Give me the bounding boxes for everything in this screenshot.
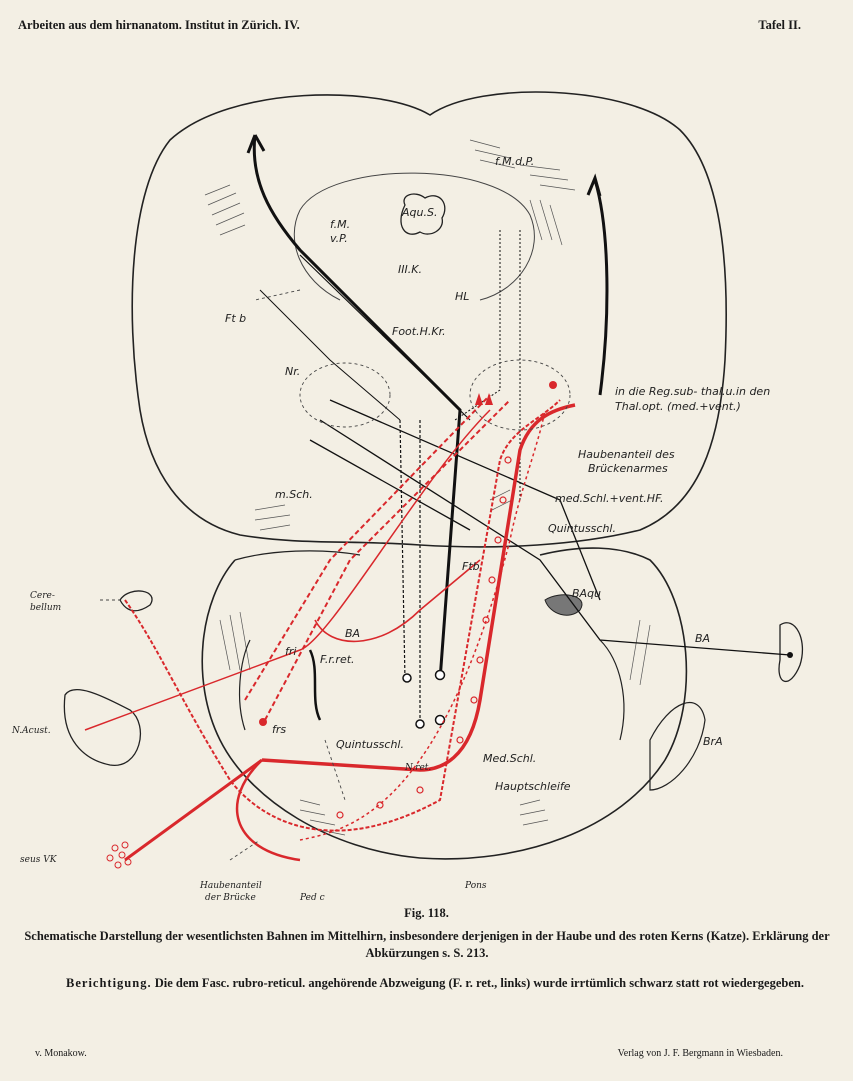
figure-caption: Schematische Darstellung der wesentlichs… [22, 928, 832, 962]
label-nacust: N.Acust. [11, 726, 51, 736]
label-vk: seus VK [20, 855, 58, 865]
label-medschl: med.Schl.+vent.HF. [555, 492, 663, 505]
vk-nucleus [107, 842, 131, 868]
label-nret: N.ret. [404, 763, 431, 773]
label-fmdp: f.M.d.P. [495, 155, 534, 168]
label-cerebellum-2: bellum [30, 603, 61, 613]
label-pons: Pons [464, 881, 487, 891]
label-regsub-2: Thal.opt. (med.+vent.) [615, 400, 741, 413]
correction-note: Berichtigung. Die dem Fasc. rubro-reticu… [40, 975, 830, 992]
label-cerebellum-1: Cere- [30, 591, 55, 601]
label-foothkr: Foot.H.Kr. [392, 325, 446, 338]
label-fmvp-1: f.M. [330, 218, 350, 231]
label-haubenanteil-2: Brückenarmes [588, 462, 668, 475]
label-nr: Nr. [285, 365, 300, 378]
label-msch: m.Sch. [275, 488, 313, 501]
label-iiik: III.K. [398, 263, 422, 276]
label-aqus: Aqu.S. [401, 206, 437, 219]
label-fri: fri [285, 645, 296, 658]
midbrain-outline [132, 92, 726, 547]
label-ftb-mid: Ftb [462, 560, 480, 573]
circle-markers [403, 671, 445, 729]
label-haubenanteil-1: Haubenanteil des [578, 448, 675, 461]
label-pedc: Ped c [299, 893, 325, 903]
label-quintus-low: Quintusschl. [336, 738, 404, 751]
figure-number: Fig. 118. [0, 906, 853, 921]
footer-publisher: Verlag von J. F. Bergmann in Wiesbaden. [618, 1048, 783, 1059]
label-hl: HL [455, 290, 469, 303]
label-quintus: Quintusschl. [548, 522, 616, 535]
label-regsub-1: in die Reg.sub- thal.u.in den [615, 385, 770, 398]
correction-head: Berichtigung. [66, 976, 152, 990]
label-ftb-top: Ft b [225, 312, 246, 325]
label-baqu: BAqu [572, 587, 601, 600]
label-haubenanteil-low-1: Haubenanteil [199, 881, 262, 891]
label-ba-mid: BA [345, 627, 360, 640]
label-frret: F.r.ret. [320, 653, 355, 666]
label-fmvp-2: v.P. [330, 232, 348, 245]
nacust-body [64, 690, 140, 766]
label-hauptschleife: Hauptschleife [495, 780, 571, 793]
footer-author: v. Monakow. [35, 1048, 87, 1059]
label-bra: BrA [703, 735, 723, 748]
label-medschl-low: Med.Schl. [483, 752, 536, 765]
correction-text: Die dem Fasc. rubro-reticul. angehörende… [155, 976, 804, 990]
label-ba-right: BA [695, 632, 710, 645]
label-frs: frs [272, 723, 286, 736]
label-haubenanteil-low-2: der Brücke [205, 893, 256, 903]
